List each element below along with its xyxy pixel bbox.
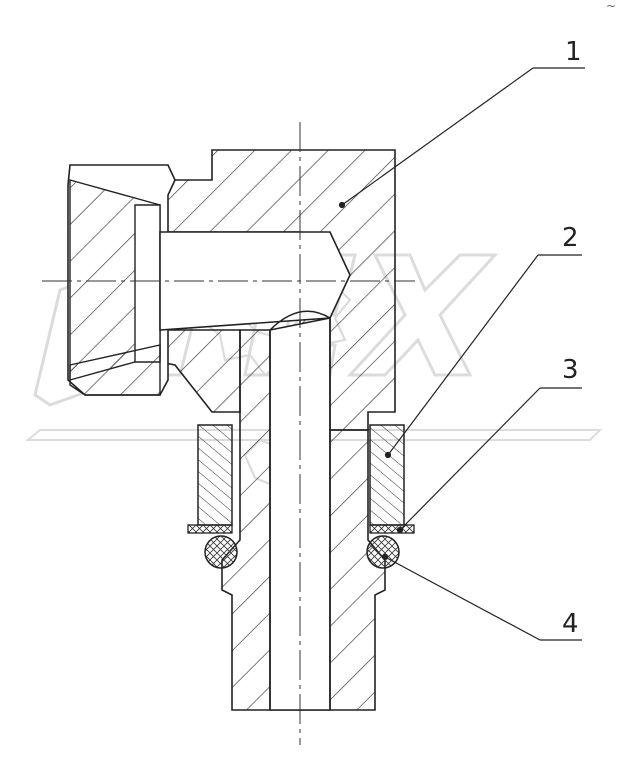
- callout-3: 3: [562, 355, 579, 385]
- o-ring-right: [366, 535, 400, 569]
- callout-2: 2: [562, 223, 579, 253]
- washer-left: [197, 424, 233, 526]
- retaining-ring-right: [369, 524, 415, 534]
- leader-lines: [338, 67, 585, 641]
- corner-mark: ~: [606, 0, 616, 13]
- retaining-ring-left: [187, 524, 233, 534]
- callout-4: 4: [562, 609, 579, 639]
- callout-1: 1: [565, 37, 582, 67]
- o-ring-left: [204, 535, 238, 569]
- center-lines: [42, 122, 415, 745]
